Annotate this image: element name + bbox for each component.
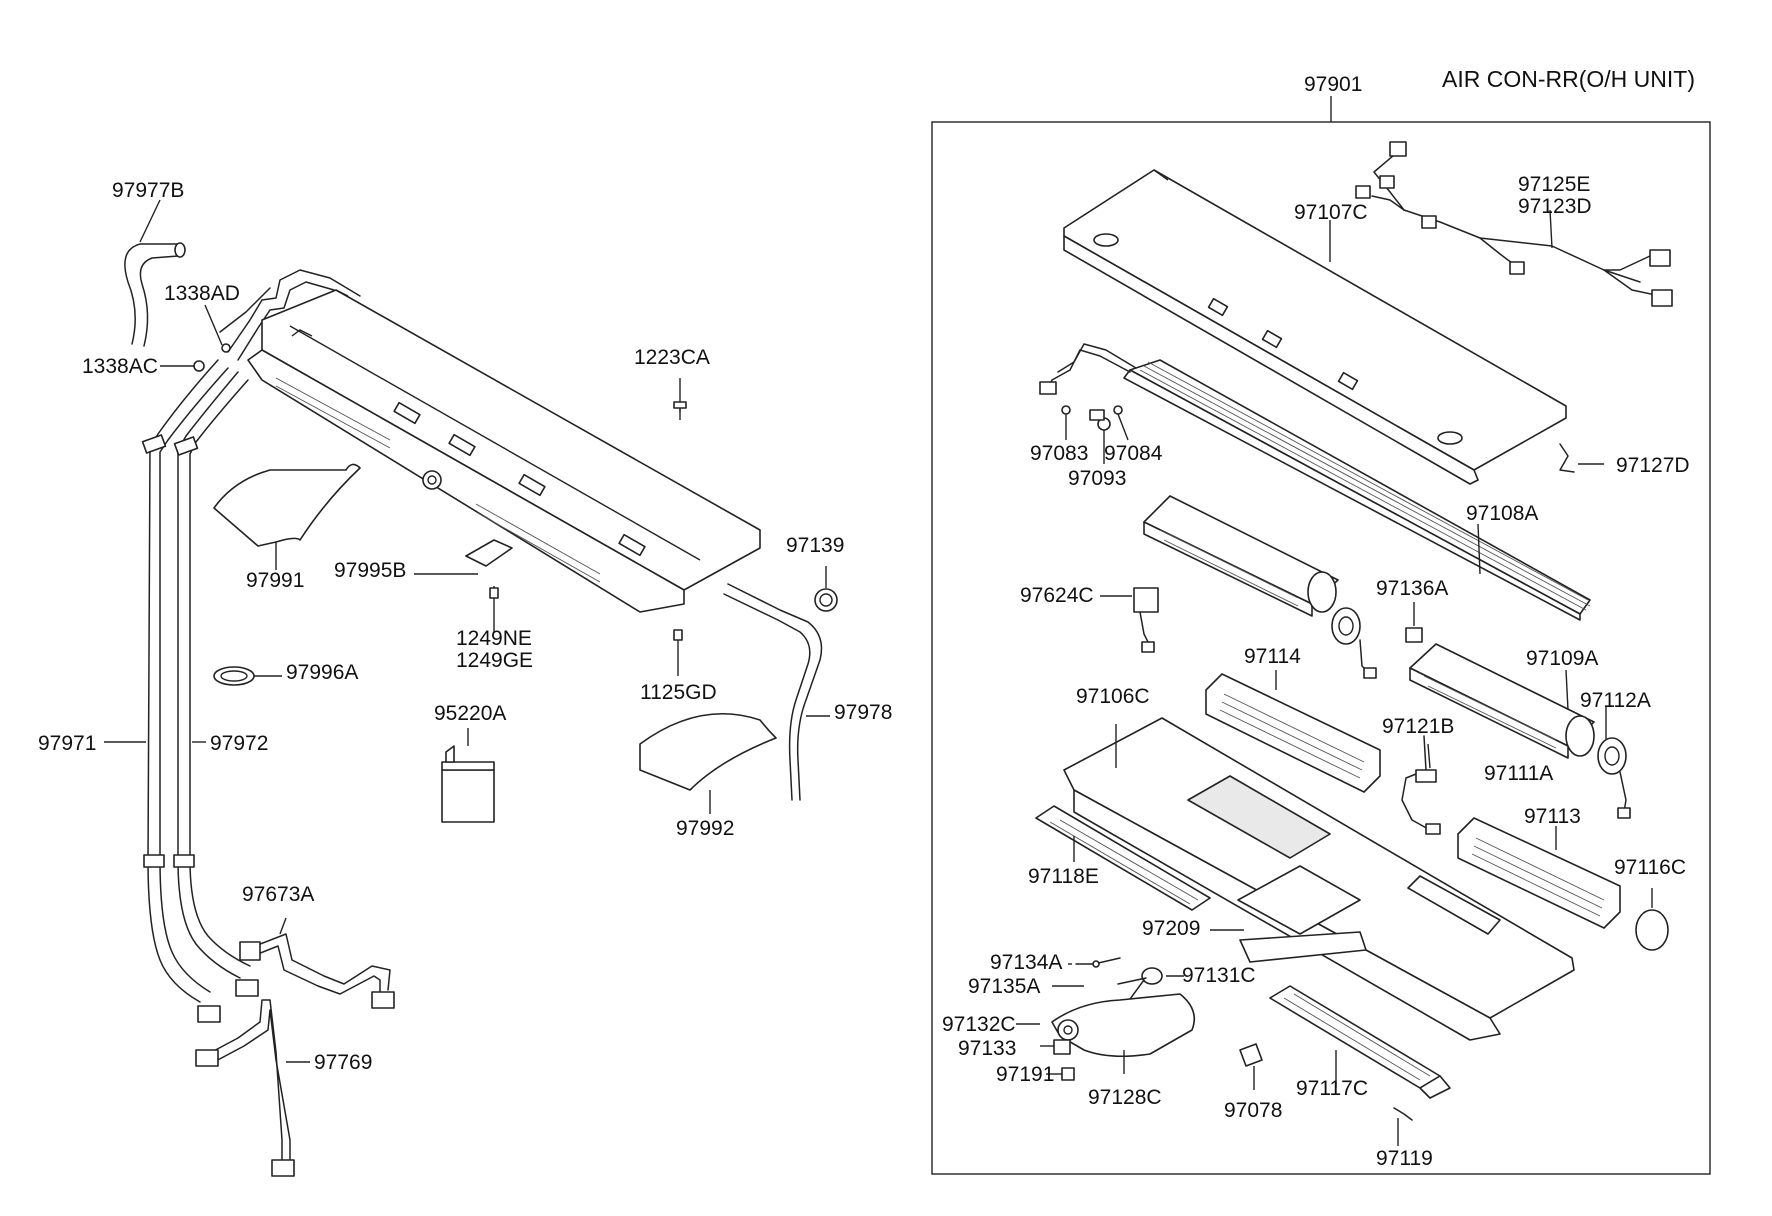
case-97106C: [1063, 717, 1575, 1041]
part-label-97209[interactable]: 97209: [1142, 917, 1201, 940]
sensor-97121B: [1401, 735, 1441, 835]
cover-97107C: [1063, 169, 1567, 485]
pipe-97971: [147, 359, 229, 1003]
part-label-97991[interactable]: 97991: [246, 569, 305, 592]
duct-97209: [1210, 929, 1367, 963]
part-label-1249NE[interactable]: 1249NE: [456, 627, 532, 650]
screw-1223CA: [673, 378, 687, 420]
part-label-97078[interactable]: 97078: [1224, 1099, 1283, 1122]
pipe-97673A: [235, 917, 395, 1009]
grommet-97139: [814, 566, 838, 612]
cap-97116C: [1635, 888, 1669, 951]
part-label-97191[interactable]: 97191: [996, 1063, 1055, 1086]
part-label-97996A[interactable]: 97996A: [286, 661, 359, 684]
insulation-97991: [213, 463, 361, 570]
part-label-97125E[interactable]: 97125E: [1518, 173, 1591, 196]
insulation-97992: [639, 712, 777, 814]
part-label-1338AD[interactable]: 1338AD: [164, 282, 240, 305]
part-97136A: [1405, 627, 1423, 643]
grille-97113: [1457, 817, 1621, 929]
diagram-title: AIR CON-RR(O/H UNIT): [1442, 66, 1695, 92]
louver-97118E: [1035, 805, 1211, 911]
part-label-1338AC[interactable]: 1338AC: [82, 355, 158, 378]
part-label-1125GD[interactable]: 1125GD: [640, 681, 717, 704]
clip-97119: [1393, 1107, 1413, 1146]
part-label-97139[interactable]: 97139: [786, 534, 845, 557]
part-label-97977B[interactable]: 97977B: [112, 179, 185, 202]
blower-97109A: [1409, 643, 1631, 819]
resistor-97624C: [1100, 587, 1159, 653]
part-label-97995B[interactable]: 97995B: [334, 559, 407, 582]
clip-97127D: [1559, 443, 1604, 473]
relay-95220A: [441, 728, 495, 823]
assembly-number: 97901: [1304, 73, 1363, 96]
part-label-97624C[interactable]: 97624C: [1020, 584, 1094, 607]
part-label-97116C[interactable]: 97116C: [1614, 856, 1687, 879]
part-label-97133[interactable]: 97133: [958, 1037, 1017, 1060]
blower-97111A-upper: [1143, 495, 1377, 679]
part-97133: [1053, 1039, 1071, 1055]
evaporator-97108A: [1039, 343, 1591, 621]
pipe-97769: [195, 999, 310, 1177]
bolt-1125GD: [673, 629, 683, 676]
parts-97134A-97135A: [1052, 957, 1121, 987]
part-label-97971[interactable]: 97971: [38, 732, 97, 755]
harness-97125E: [1355, 141, 1673, 307]
part-label-97131C[interactable]: 97131C: [1182, 964, 1256, 987]
hose-97977B: [124, 242, 186, 347]
part-label-1223CA[interactable]: 1223CA: [634, 346, 710, 369]
part-label-97992[interactable]: 97992: [676, 817, 735, 840]
part-97191: [1061, 1067, 1075, 1081]
part-label-97107C[interactable]: 97107C: [1294, 201, 1368, 224]
part-label-97127D[interactable]: 97127D: [1616, 454, 1690, 477]
valve-parts: [1061, 405, 1129, 464]
part-label-97769[interactable]: 97769: [314, 1051, 373, 1074]
unit-housing-left: [247, 289, 823, 801]
part-label-97108A[interactable]: 97108A: [1466, 502, 1539, 525]
part-label-97134A[interactable]: 97134A: [990, 951, 1063, 974]
part-label-97135A[interactable]: 97135A: [968, 975, 1041, 998]
part-label-97972[interactable]: 97972: [210, 732, 269, 755]
part-label-97119[interactable]: 97119: [1376, 1147, 1433, 1170]
part-label-97132C[interactable]: 97132C: [942, 1013, 1016, 1036]
part-label-97136A[interactable]: 97136A: [1376, 577, 1449, 600]
part-label-97093[interactable]: 97093: [1068, 467, 1127, 490]
louver-97117C: [1269, 985, 1451, 1099]
door-97128C: [1051, 993, 1196, 1074]
part-label-97083[interactable]: 97083: [1030, 442, 1089, 465]
part-label-95220A[interactable]: 95220A: [434, 702, 507, 725]
part-label-97114[interactable]: 97114: [1244, 645, 1301, 668]
grille-97114: [1205, 670, 1381, 793]
part-label-97113[interactable]: 97113: [1524, 805, 1581, 828]
part-label-97123D[interactable]: 97123D: [1518, 195, 1592, 218]
part-label-97106C[interactable]: 97106C: [1076, 685, 1150, 708]
part-label-97121B[interactable]: 97121B: [1382, 715, 1455, 738]
part-label-97673A[interactable]: 97673A: [242, 883, 315, 906]
part-label-97117C[interactable]: 97117C: [1296, 1077, 1369, 1100]
clip-97078: [1239, 1043, 1263, 1090]
part-label-97118E[interactable]: 97118E: [1028, 865, 1099, 888]
part-label-97084[interactable]: 97084: [1104, 442, 1163, 465]
part-label-97111A[interactable]: 97111A: [1484, 762, 1554, 785]
assembly-frame: [931, 121, 1711, 1175]
part-label-97109A[interactable]: 97109A: [1526, 647, 1599, 670]
ring-97996A: [213, 666, 282, 686]
part-label-1249GE[interactable]: 1249GE: [456, 649, 534, 672]
pipe-97972: [177, 371, 251, 979]
part-label-97112A[interactable]: 97112A: [1580, 689, 1651, 712]
part-label-97978[interactable]: 97978: [834, 701, 893, 724]
actuator-97131C: [1099, 967, 1184, 1041]
part-label-97128C[interactable]: 97128C: [1088, 1086, 1162, 1109]
bracket-97995B: [414, 539, 513, 575]
